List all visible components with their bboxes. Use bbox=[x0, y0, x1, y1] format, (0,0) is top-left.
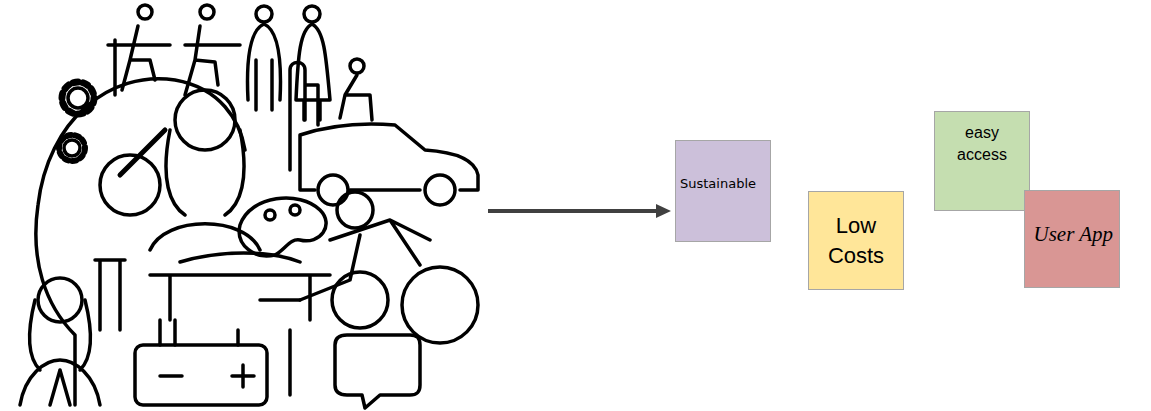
runner-body bbox=[300, 220, 430, 300]
paint-dot bbox=[265, 210, 275, 220]
woman-head bbox=[175, 90, 235, 150]
person-head bbox=[304, 6, 320, 22]
seated-person bbox=[185, 26, 240, 95]
sticky-note: Sustainable bbox=[675, 140, 771, 242]
paint-brush bbox=[120, 130, 165, 175]
person-head bbox=[256, 6, 272, 22]
paint-palette bbox=[239, 198, 326, 256]
gear bbox=[64, 140, 80, 156]
speech-bubble bbox=[335, 335, 420, 408]
arrow-head bbox=[656, 204, 671, 218]
flow-arrow bbox=[488, 204, 671, 218]
raised-hand bbox=[290, 63, 318, 171]
people-collage bbox=[20, 5, 478, 408]
arrow-shaft bbox=[488, 209, 660, 213]
person-standing bbox=[95, 260, 125, 330]
woman-head bbox=[38, 278, 82, 322]
child bbox=[340, 75, 372, 120]
sticky-note: easy access bbox=[934, 111, 1030, 211]
head-profile bbox=[36, 79, 245, 405]
standing-woman bbox=[296, 24, 330, 120]
note-text: easy access bbox=[945, 122, 1019, 165]
bicycle-wheel bbox=[332, 272, 388, 328]
woman-hair bbox=[150, 130, 260, 250]
car-wheel bbox=[425, 175, 455, 205]
bicycle-wheel bbox=[402, 267, 478, 343]
person-head bbox=[350, 59, 364, 73]
note-text: Sustainable bbox=[680, 176, 756, 192]
artist-head bbox=[100, 155, 160, 215]
gear-teeth bbox=[59, 135, 85, 161]
sticky-note: User App bbox=[1024, 190, 1120, 288]
woman-bust bbox=[20, 300, 100, 405]
lines bbox=[260, 300, 300, 395]
sticky-note: Low Costs bbox=[808, 191, 904, 290]
person-head bbox=[200, 5, 214, 19]
seated-person bbox=[108, 26, 170, 95]
battery-plus bbox=[232, 365, 254, 387]
standing-person bbox=[248, 24, 281, 110]
gear-teeth bbox=[62, 82, 94, 114]
battery-terminals bbox=[160, 320, 238, 345]
paint-dot bbox=[290, 205, 300, 215]
battery bbox=[135, 345, 267, 405]
note-text: User App bbox=[1033, 222, 1113, 247]
runner-head bbox=[337, 192, 373, 228]
person-head bbox=[138, 5, 152, 19]
car-wheel bbox=[318, 175, 348, 205]
bench bbox=[150, 253, 330, 320]
gear bbox=[68, 88, 88, 108]
note-text: Low Costs bbox=[819, 211, 893, 270]
battery-minus bbox=[160, 374, 182, 378]
